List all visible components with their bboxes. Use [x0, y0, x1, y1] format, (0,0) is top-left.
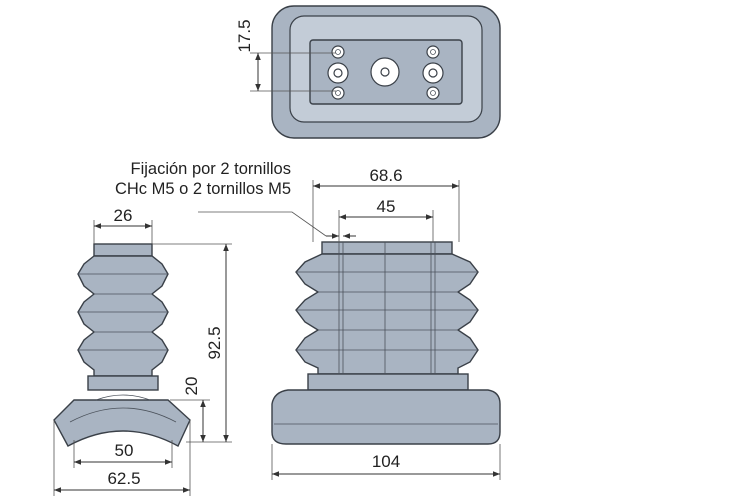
dimension-top-width-side: 26: [93, 206, 153, 244]
dimension-height-total: 92.5: [152, 243, 232, 443]
dimension-height-base: 20: [170, 377, 210, 442]
front-view: [271, 241, 501, 445]
dimension-top-height: 17.5: [235, 19, 336, 92]
note-line-2: CHc M5 o 2 tornillos M5: [115, 180, 291, 198]
dim-label-height-total: 92.5: [205, 326, 224, 359]
top-view: [271, 5, 501, 139]
dim-label-top-height: 17.5: [235, 19, 254, 52]
note-line-1: Fijación por 2 tornillos: [131, 160, 292, 178]
dimension-bolt-spacing: 45: [338, 197, 434, 242]
dim-label-outer-width: 62.5: [107, 469, 140, 488]
dimension-base-length: 104: [271, 444, 501, 480]
fixing-note: Fijación por 2 tornillos CHc M5 o 2 torn…: [115, 160, 356, 239]
dimension-inner-width-base: 50: [73, 440, 173, 468]
dim-label-top-width: 26: [114, 206, 133, 225]
side-view: [53, 243, 191, 447]
dim-label-base-length: 104: [372, 452, 400, 471]
dimension-outer-width-base: 62.5: [53, 420, 191, 496]
dim-label-height-base: 20: [182, 377, 201, 396]
dim-label-bolt-spacing: 45: [377, 197, 396, 216]
dimension-overall-width-upper: 68.6: [312, 166, 460, 242]
dim-label-overall-width: 68.6: [369, 166, 402, 185]
dim-label-inner-width: 50: [115, 441, 134, 460]
